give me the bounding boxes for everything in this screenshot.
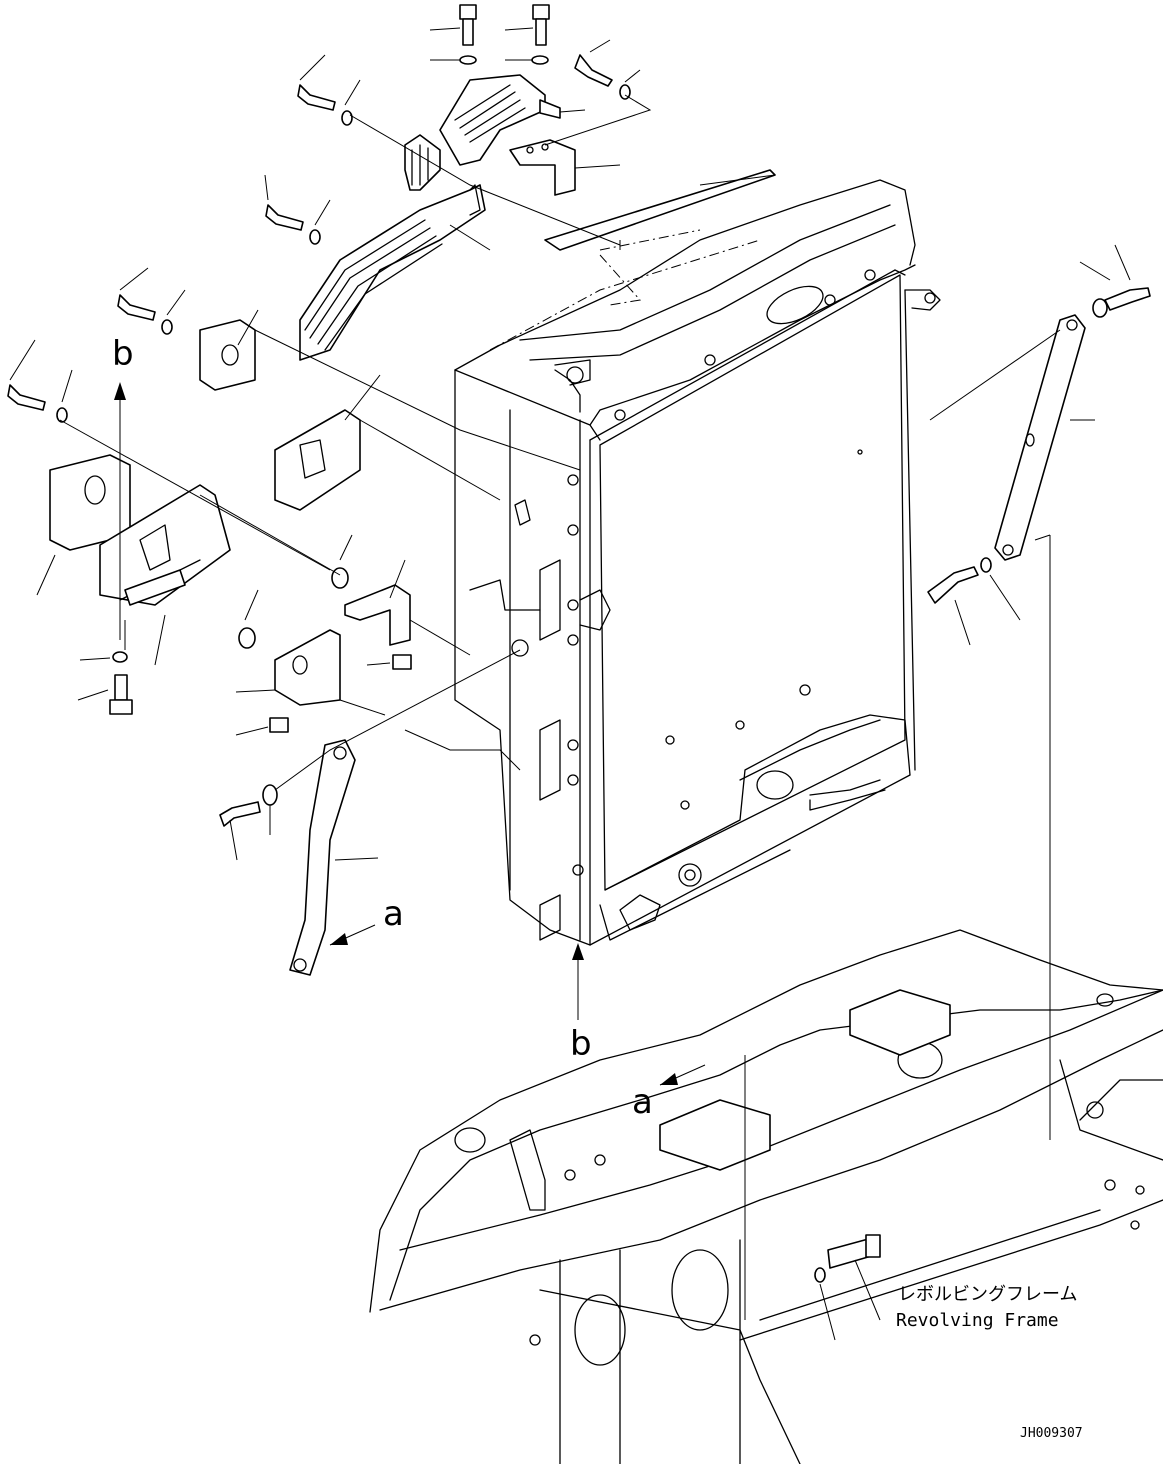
radiator-assembly: [454, 169, 941, 946]
left-bracket-group: [36, 309, 581, 771]
hose-clamp-assembly: [7, 4, 1151, 423]
revolving-frame: [369, 929, 1163, 1464]
caption-japanese: レボルビングフレーム: [898, 1284, 1077, 1305]
arrow-label-a-lower: a: [632, 1082, 653, 1122]
direction-arrows: [329, 924, 746, 1320]
arrow-label-b-left: b: [112, 334, 134, 374]
drawing-id: JH009307: [1020, 1426, 1083, 1441]
arrow-label-a-upper: a: [383, 894, 404, 934]
arrow-label-b-lower: b: [570, 1024, 592, 1064]
caption-english: Revolving Frame: [896, 1310, 1059, 1331]
stay-rods: [219, 314, 1095, 1140]
